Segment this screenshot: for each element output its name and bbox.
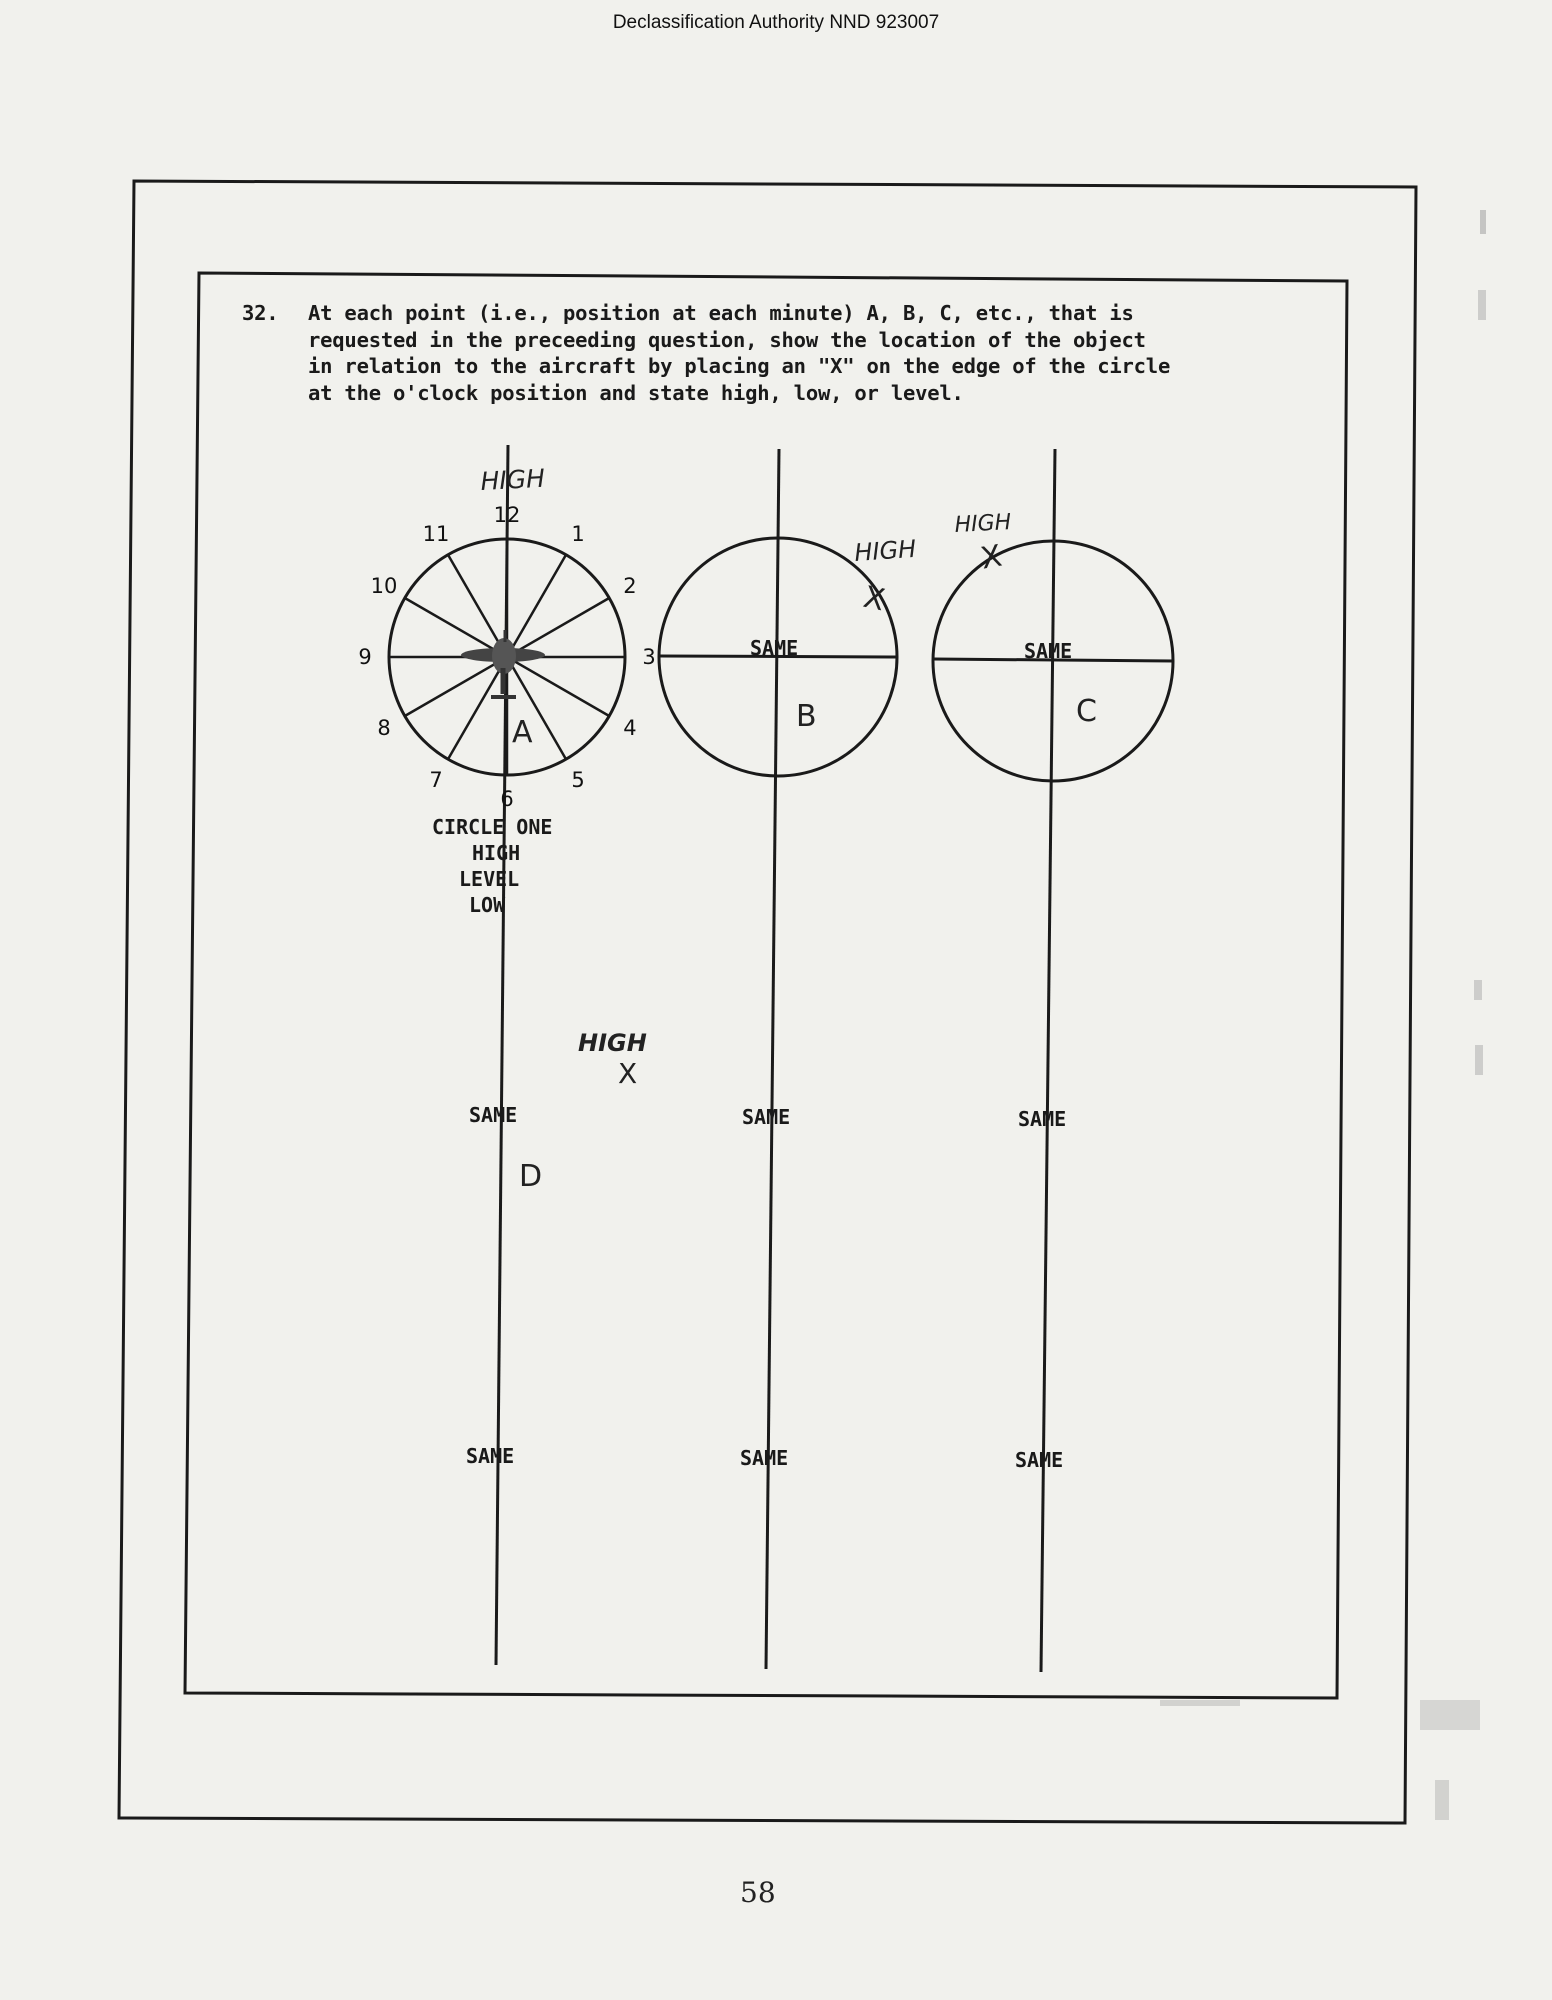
position-b-x-mark: X <box>860 580 887 619</box>
row3-same-3: SAME <box>1015 1448 1063 1472</box>
clock-number-10: 10 <box>371 574 398 598</box>
circle-b-same: SAME <box>750 636 798 660</box>
circle-one-heading: CIRCLE ONE <box>432 815 552 839</box>
declassification-header: Declassification Authority NND 923007 <box>612 12 940 33</box>
position-c-x-mark: X <box>978 539 1004 577</box>
position-d-letter: D <box>519 1159 542 1194</box>
clock-number-1: 1 <box>571 522 584 546</box>
question-line: in relation to the aircraft by placing a… <box>308 354 1171 378</box>
position-b-letter: B <box>796 699 817 734</box>
position-d-note: HIGH <box>578 1029 647 1057</box>
circle-one-option-level: LEVEL <box>459 867 519 891</box>
position-b-note: HIGH <box>853 535 917 567</box>
row2-same-1: SAME <box>469 1103 517 1127</box>
clock-number-7: 7 <box>429 768 442 792</box>
position-a-letter: A <box>512 715 533 750</box>
inner-frame <box>183 271 1349 1700</box>
circle-one-option-high: HIGH <box>472 841 520 865</box>
position-c-note: HIGH <box>954 510 1012 538</box>
clock-number-12: 12 <box>494 503 521 527</box>
row-2: HIGH X SAME SAME SAME D <box>469 1029 1066 1194</box>
flight-path-line-3 <box>1039 448 1057 1673</box>
circle-b: SAME B HIGH X <box>657 535 917 778</box>
row3-same-1: SAME <box>466 1444 514 1468</box>
question-line: At each point (i.e., position at each mi… <box>308 301 1134 325</box>
clock-number-9: 9 <box>358 645 371 669</box>
clock-number-5: 5 <box>571 768 584 792</box>
flight-path-line-2 <box>764 448 781 1670</box>
question-line: at the o'clock position and state high, … <box>308 380 964 405</box>
circle-c-same: SAME <box>1024 639 1072 663</box>
position-d-x-mark: X <box>618 1057 637 1090</box>
clock-number-11: 11 <box>423 522 450 546</box>
clock-number-8: 8 <box>377 716 390 740</box>
row-3: SAME SAME SAME <box>466 1444 1063 1472</box>
circle-b-horizon <box>658 654 898 659</box>
outer-frame <box>117 179 1418 1825</box>
circle-one-option-low: LOW <box>469 893 506 917</box>
clock-number-6: 6 <box>500 787 513 811</box>
circle-one-block: CIRCLE ONE HIGH LEVEL LOW <box>432 815 552 917</box>
clock-number-2: 2 <box>623 574 636 598</box>
question-line: requested in the preceeding question, sh… <box>308 327 1146 352</box>
row3-same-2: SAME <box>740 1446 788 1470</box>
row2-same-2: SAME <box>742 1105 790 1129</box>
aircraft-icon <box>461 630 545 699</box>
position-a-note: HIGH <box>480 464 546 496</box>
scan-artifacts <box>1160 210 1486 1820</box>
position-c-letter: C <box>1076 694 1097 729</box>
circle-c-horizon <box>933 657 1175 663</box>
question-number: 32. <box>242 301 279 325</box>
circle-c: SAME C HIGH X <box>931 510 1175 783</box>
row2-same-3: SAME <box>1018 1107 1066 1131</box>
clock-number-4: 4 <box>623 716 636 740</box>
clock-number-3: 3 <box>642 645 655 669</box>
question-text: At each point (i.e., position at each mi… <box>308 300 1288 406</box>
page-number: 58 <box>740 1876 776 1909</box>
